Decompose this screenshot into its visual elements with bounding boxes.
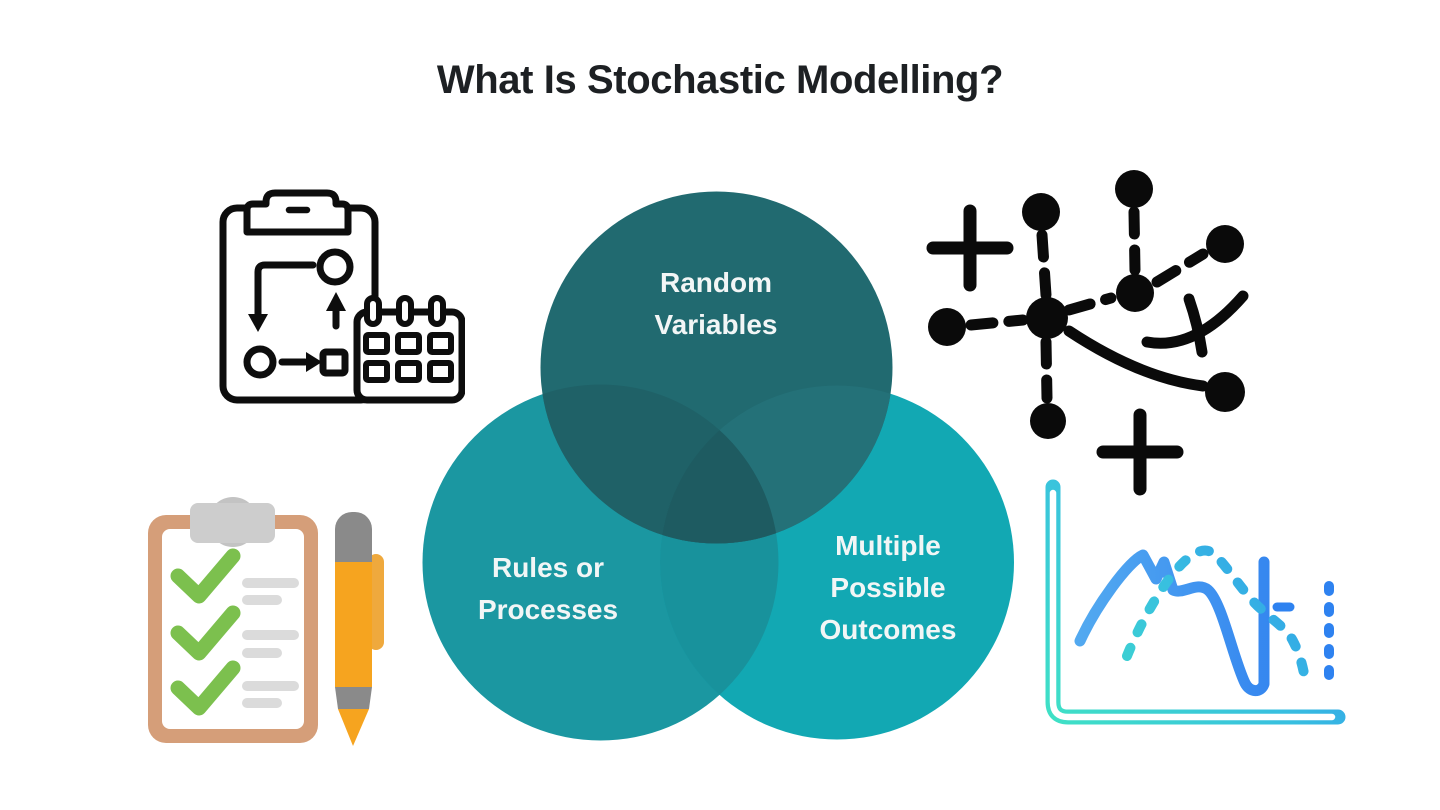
network-graph-icon — [926, 170, 1249, 496]
checklist-icon — [148, 497, 384, 746]
venn-overlap-top-right — [660, 385, 893, 544]
venn-label-random-variables: Random Variables — [654, 267, 778, 340]
venn-label-rules-or-processes: Rules or Processes — [477, 552, 619, 625]
venn-label-multiple-possible-outcomes: Multiple Possible Outcomes — [819, 530, 957, 645]
venn-overlap-top-left — [540, 384, 779, 544]
page-title: What Is Stochastic Modelling? — [436, 58, 1004, 102]
line-chart-icon — [1045, 479, 1346, 725]
planning-clipboard-icon — [219, 189, 465, 404]
